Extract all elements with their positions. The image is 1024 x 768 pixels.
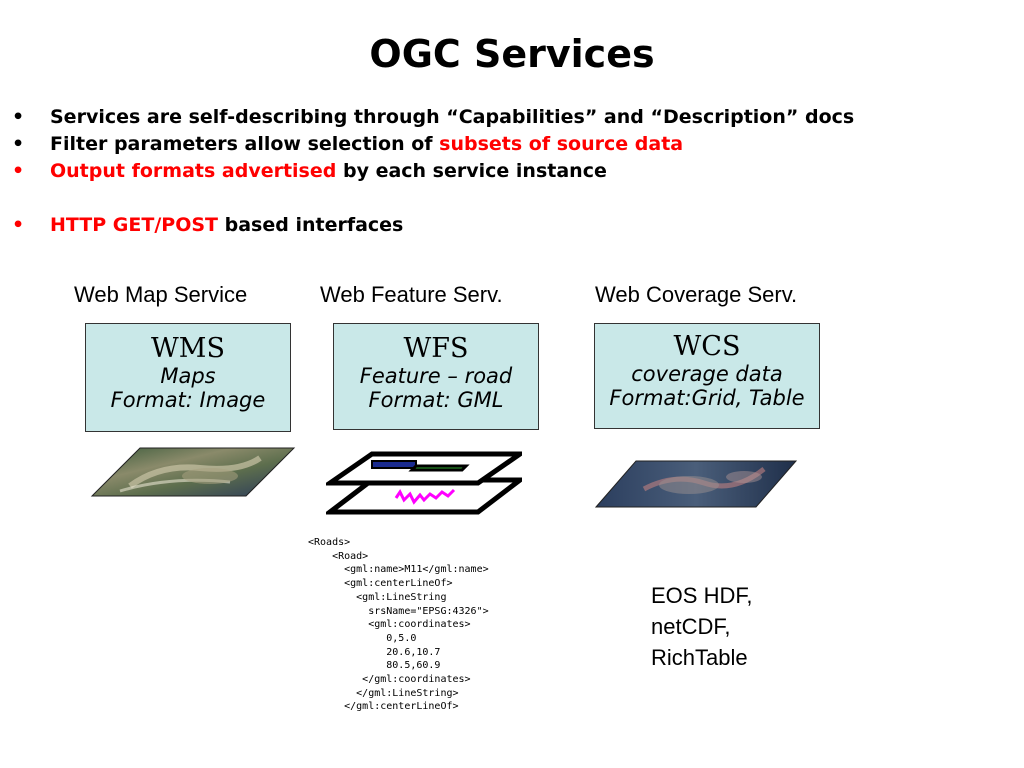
road-feature <box>394 488 456 505</box>
wfs-acronym: WFS <box>403 333 469 364</box>
wfs-green-feature <box>408 464 470 472</box>
wfs-label: Web Feature Serv. <box>320 282 503 307</box>
bullet-highlight: subsets of source data <box>439 133 684 155</box>
bullet-item: •HTTP GET/POST based interfaces <box>12 214 404 236</box>
wcs-box: WCS coverage data Format:Grid, Table <box>594 323 820 429</box>
bullet-text: Filter parameters allow selection of <box>50 133 440 155</box>
wms-acronym: WMS <box>151 333 225 364</box>
gml-line: srsName="EPSG:4326"> <box>308 605 489 617</box>
wfs-bottom-layer <box>326 477 522 515</box>
wms-line3: Format: Image <box>110 388 266 412</box>
gml-line: 20.6,10.7 <box>308 646 441 658</box>
format-item: EOS HDF, <box>651 583 753 608</box>
bullet-item: •Filter parameters allow selection of su… <box>12 133 684 155</box>
bullet-text: Services are self-describing through “Ca… <box>50 106 855 128</box>
format-item: RichTable <box>651 645 748 670</box>
gml-line: 0,5.0 <box>308 632 417 644</box>
coverage-formats: EOS HDF, netCDF, RichTable <box>651 580 752 673</box>
bullet-item: •Services are self-describing through “C… <box>12 106 855 128</box>
gml-line: <gml:centerLineOf> <box>308 578 453 590</box>
gml-line: <gml:coordinates> <box>308 619 471 631</box>
gml-line: </gml:coordinates> <box>308 674 471 686</box>
wms-box: WMS Maps Format: Image <box>85 323 291 432</box>
gml-line: </gml:LineString> <box>308 687 459 699</box>
wcs-line3: Format:Grid, Table <box>609 386 805 410</box>
wms-map-image <box>90 447 296 497</box>
gml-line: <gml:name>M11</gml:name> <box>308 564 489 576</box>
slide-title: OGC Services <box>369 32 655 76</box>
wfs-box: WFS Feature – road Format: GML <box>333 323 539 430</box>
gml-line: </gml:centerLineOf> <box>308 701 459 713</box>
wfs-line3: Format: GML <box>368 388 504 412</box>
wfs-line2: Feature – road <box>359 364 513 388</box>
gml-code-sample: <Roads> <Road> <gml:name>M11</gml:name> … <box>308 536 489 714</box>
bullet-text: based interfaces <box>218 214 404 236</box>
bullet-highlight: Output formats advertised <box>50 160 337 182</box>
bullet-item: •Output formats advertised by each servi… <box>12 160 607 182</box>
gml-line: <gml:LineString <box>308 591 447 603</box>
bullet-text: by each service instance <box>336 160 607 182</box>
wcs-label: Web Coverage Serv. <box>595 282 798 307</box>
bullet-highlight: HTTP GET/POST <box>50 214 218 236</box>
gml-line: <Road> <box>308 550 369 562</box>
gml-line: <Roads> <box>308 537 351 548</box>
bullet-list: •Services are self-describing through “C… <box>12 104 1017 239</box>
wfs-layers-diagram <box>326 451 522 515</box>
wcs-line2: coverage data <box>631 362 783 386</box>
wcs-coverage-image <box>594 460 798 508</box>
wms-line2: Maps <box>160 364 216 388</box>
wms-label: Web Map Service <box>74 282 248 307</box>
wcs-acronym: WCS <box>673 331 741 362</box>
format-item: netCDF, <box>651 614 731 639</box>
gml-line: 80.5,60.9 <box>308 660 441 672</box>
wfs-blue-feature <box>371 460 417 469</box>
